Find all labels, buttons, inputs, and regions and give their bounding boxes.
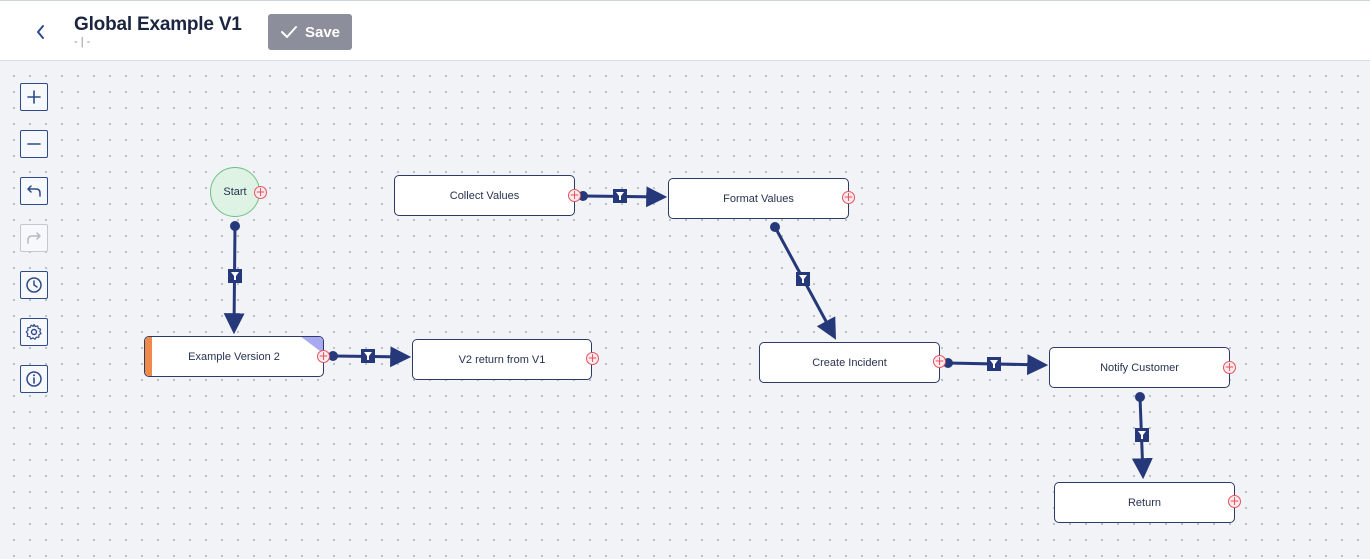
edge-filter-icon[interactable] <box>228 269 242 283</box>
edge-filter-icon[interactable] <box>796 272 810 286</box>
plus-icon <box>27 90 41 104</box>
node-collect-values[interactable]: Collect Values <box>394 175 575 216</box>
node-v2-return[interactable]: V2 return from V1 <box>412 339 592 380</box>
back-button[interactable] <box>30 21 52 43</box>
history-button[interactable] <box>20 271 48 299</box>
edge-filter-icon[interactable] <box>987 357 1001 371</box>
zoom-in-button[interactable] <box>20 83 48 111</box>
add-step-icon[interactable]: + <box>1228 494 1241 508</box>
chevron-left-icon <box>37 25 44 39</box>
node-label: Example Version 2 <box>188 350 280 363</box>
save-button[interactable]: Save <box>268 14 352 50</box>
info-button[interactable] <box>20 365 48 393</box>
node-create-incident[interactable]: Create Incident <box>759 342 940 383</box>
add-step-icon[interactable]: + <box>568 188 581 202</box>
node-label: Return <box>1127 496 1162 509</box>
settings-button[interactable] <box>20 318 48 346</box>
corner-tag-icon <box>301 337 323 354</box>
clock-icon <box>26 277 42 293</box>
node-format-values[interactable]: Format Values <box>668 178 849 219</box>
node-notify-customer[interactable]: Notify Customer <box>1049 347 1230 388</box>
node-example-version-2[interactable]: Example Version 2 <box>144 336 324 377</box>
edge-filter-icon[interactable] <box>361 349 375 363</box>
undo-button[interactable] <box>20 177 48 205</box>
save-button-label: Save <box>304 23 341 41</box>
info-icon <box>26 371 42 387</box>
edge-collect-values-to-format-values[interactable] <box>578 186 668 208</box>
node-label: Notify Customer <box>1100 361 1179 374</box>
header-bar: Global Example V1 - | - Save <box>0 0 1370 61</box>
redo-icon <box>27 232 41 244</box>
add-step-icon[interactable]: + <box>842 190 855 204</box>
node-return[interactable]: Return <box>1054 482 1235 523</box>
edge-filter-icon[interactable] <box>1135 428 1149 442</box>
node-label: Create Incident <box>812 356 887 369</box>
page-subtitle: - | - <box>74 36 91 48</box>
gear-icon <box>25 323 42 340</box>
add-step-icon[interactable]: + <box>933 354 946 368</box>
check-icon <box>280 26 297 38</box>
minus-icon <box>27 143 41 145</box>
redo-button[interactable] <box>20 224 48 252</box>
edge-start-to-example-version-2[interactable] <box>223 221 245 335</box>
undo-icon <box>27 185 41 197</box>
node-label: V2 return from V1 <box>458 353 546 366</box>
add-step-icon[interactable]: + <box>586 351 599 365</box>
zoom-out-button[interactable] <box>20 130 48 158</box>
edge-notify-customer-to-return[interactable] <box>1131 392 1153 480</box>
start-node[interactable]: Start <box>210 167 260 217</box>
edge-create-incident-to-notify-customer[interactable] <box>943 354 1049 376</box>
node-label: Collect Values <box>449 189 520 202</box>
page-title: Global Example V1 <box>74 14 242 35</box>
node-accent-bar <box>145 337 152 376</box>
node-label: Start <box>223 186 247 198</box>
add-step-icon[interactable]: + <box>1223 360 1236 374</box>
add-step-icon[interactable]: + <box>254 185 267 199</box>
edge-filter-icon[interactable] <box>613 189 627 203</box>
edge-example-version-2-to-v2-return[interactable] <box>328 346 412 368</box>
add-step-icon[interactable]: + <box>317 349 330 363</box>
node-label: Format Values <box>723 192 794 205</box>
edge-format-values-to-create-incident[interactable] <box>770 222 836 340</box>
